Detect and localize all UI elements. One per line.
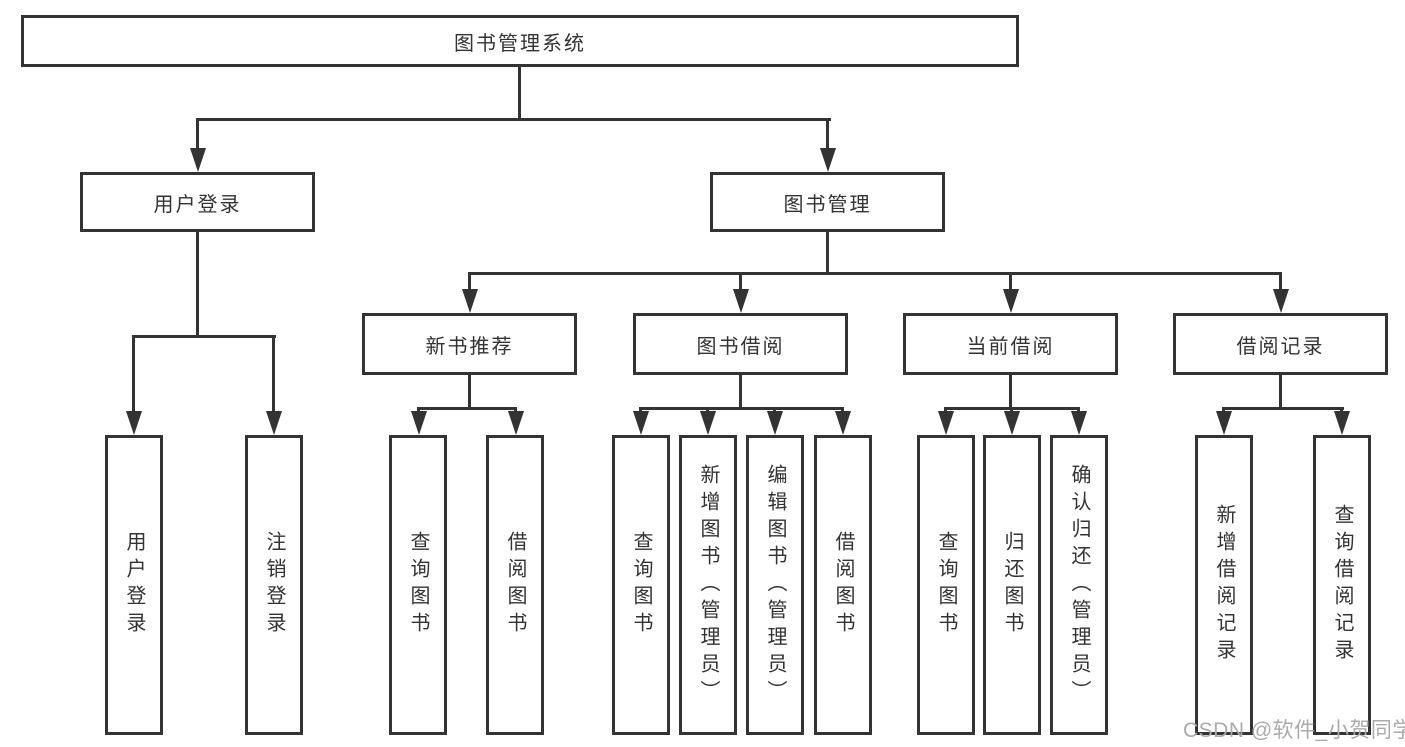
connector-line — [468, 375, 471, 409]
arrow-down-icon — [633, 411, 649, 435]
node-label: 新书推荐 — [425, 335, 514, 358]
leaf-label: 借阅图书 — [832, 531, 854, 639]
arrow-down-icon — [1334, 411, 1350, 435]
arrow-down-icon — [1216, 411, 1232, 435]
csdn-watermark: CSDN @软件_小贺同学 — [1183, 719, 1405, 742]
leaf-borrowing-query-books: 查询图书 — [612, 435, 670, 735]
leaf-label: 编辑图书（管理员） — [764, 463, 786, 707]
connector-line — [739, 375, 742, 409]
leaf-recommend-borrow-books: 借阅图书 — [486, 435, 544, 735]
leaf-current-confirm-return-admin: 确认归还（管理员） — [1050, 435, 1108, 735]
connector-line — [468, 272, 1282, 275]
node-root-label: 图书管理系统 — [454, 32, 586, 55]
leaf-label: 用户登录 — [123, 531, 145, 639]
connector-line — [196, 118, 831, 121]
node-new-book-recommend: 新书推荐 — [362, 313, 577, 375]
arrow-down-icon — [700, 411, 716, 435]
leaf-current-query-books: 查询图书 — [917, 435, 975, 735]
leaf-recommend-query-books: 查询图书 — [389, 435, 447, 735]
connector-line — [1009, 375, 1012, 409]
arrow-down-icon — [820, 148, 836, 172]
node-label: 图书借阅 — [696, 335, 785, 358]
node-book-borrowing: 图书借阅 — [633, 313, 848, 375]
arrow-down-icon — [1003, 289, 1019, 313]
node-root: 图书管理系统 — [21, 15, 1019, 67]
connector-line — [1222, 407, 1344, 410]
connector-line — [132, 335, 135, 414]
connector-line — [739, 272, 742, 292]
arrow-down-icon — [1071, 411, 1087, 435]
connector-line — [639, 407, 844, 410]
leaf-borrowing-edit-books-admin: 编辑图书（管理员） — [746, 435, 804, 735]
connector-line — [826, 118, 829, 151]
arrow-down-icon — [733, 289, 749, 313]
connector-line — [1009, 272, 1012, 292]
arrow-down-icon — [1273, 289, 1289, 313]
arrow-down-icon — [266, 411, 282, 435]
arrow-down-icon — [190, 148, 206, 172]
arrow-down-icon — [938, 411, 954, 435]
connector-line — [1279, 375, 1282, 409]
connector-line — [417, 407, 517, 410]
arrow-down-icon — [462, 289, 478, 313]
connector-line — [272, 335, 275, 414]
leaf-records-add-borrow-record: 新增借阅记录 — [1195, 435, 1253, 735]
leaf-label: 新增借阅记录 — [1213, 504, 1235, 666]
node-user-login: 用户登录 — [80, 172, 315, 232]
connector-line — [1279, 272, 1282, 292]
leaf-label: 新增图书（管理员） — [697, 463, 719, 707]
leaf-label: 归还图书 — [1001, 531, 1023, 639]
connector-line — [826, 232, 829, 274]
node-label: 借阅记录 — [1236, 335, 1325, 358]
node-current-borrowing: 当前借阅 — [903, 313, 1118, 375]
arrow-down-icon — [767, 411, 783, 435]
leaf-borrowing-add-books-admin: 新增图书（管理员） — [679, 435, 737, 735]
arrow-down-icon — [508, 411, 524, 435]
arrow-down-icon — [126, 411, 142, 435]
node-book-management: 图书管理 — [710, 172, 945, 232]
node-label: 图书管理 — [783, 193, 872, 216]
node-label: 当前借阅 — [966, 335, 1055, 358]
leaf-label: 查询借阅记录 — [1331, 504, 1353, 666]
leaf-label: 查询图书 — [630, 531, 652, 639]
leaf-label: 查询图书 — [935, 531, 957, 639]
node-label: 用户登录 — [153, 193, 242, 216]
connector-line — [132, 335, 276, 338]
leaf-borrowing-borrow-books: 借阅图书 — [814, 435, 872, 735]
connector-line — [196, 118, 199, 151]
arrow-down-icon — [411, 411, 427, 435]
leaf-logout: 注销登录 — [245, 435, 303, 735]
arrow-down-icon — [835, 411, 851, 435]
arrow-down-icon — [1004, 411, 1020, 435]
connector-line — [518, 66, 521, 120]
leaf-user-login: 用户登录 — [105, 435, 163, 735]
connector-line — [196, 232, 199, 337]
leaf-label: 借阅图书 — [504, 531, 526, 639]
leaf-label: 确认归还（管理员） — [1068, 463, 1090, 707]
leaf-current-return-books: 归还图书 — [983, 435, 1041, 735]
leaf-label: 查询图书 — [407, 531, 429, 639]
node-borrow-records: 借阅记录 — [1173, 313, 1388, 375]
leaf-label: 注销登录 — [263, 531, 285, 639]
connector-line — [468, 272, 471, 292]
leaf-records-query-borrow-record: 查询借阅记录 — [1313, 435, 1371, 735]
